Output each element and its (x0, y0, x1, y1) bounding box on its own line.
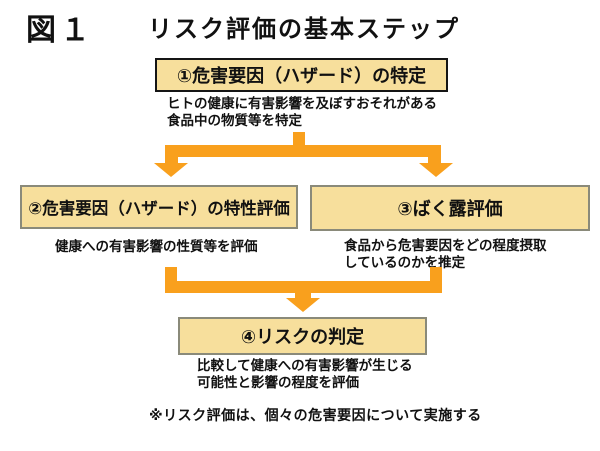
merge-arrow-arrowhead-icon (286, 298, 320, 312)
step1-caption: ヒトの健康に有害影響を及ぼすおそれがある 食品中の物質等を特定 (167, 96, 437, 128)
figure-number-label: 図１ (26, 14, 94, 47)
merge-arrow-center-stem (295, 292, 311, 300)
footnote: ※リスク評価は、個々の危害要因について実施する (149, 407, 482, 423)
step3-exposure-assessment-box: ③ばく露評価 (310, 185, 590, 231)
step4-risk-characterization-box: ④リスクの判定 (178, 317, 427, 355)
step1-hazard-identification-box: ①危害要因（ハザード）の特定 (155, 58, 448, 92)
step2-hazard-characterization-box: ②危害要因（ハザード）の特性評価 (20, 185, 298, 229)
step4-caption: 比較して健康への有害影響が生じる 可能性と影響の程度を評価 (197, 358, 413, 390)
merge-arrow-horizontal-bar (165, 281, 442, 293)
step3-caption: 食品から危害要因をどの程度摂取 しているのかを推定 (344, 238, 547, 270)
split-arrow-left-stub (165, 156, 178, 165)
split-arrow-right-stub (428, 156, 441, 165)
split-arrow-top-stem (293, 132, 305, 147)
split-arrow-right-arrowhead-icon (419, 163, 453, 177)
figure-title: リスク評価の基本ステップ (148, 16, 460, 43)
split-arrow-horizontal-bar (165, 145, 441, 157)
step2-caption: 健康への有害影響の性質等を評価 (55, 239, 258, 254)
split-arrow-left-arrowhead-icon (154, 163, 188, 177)
